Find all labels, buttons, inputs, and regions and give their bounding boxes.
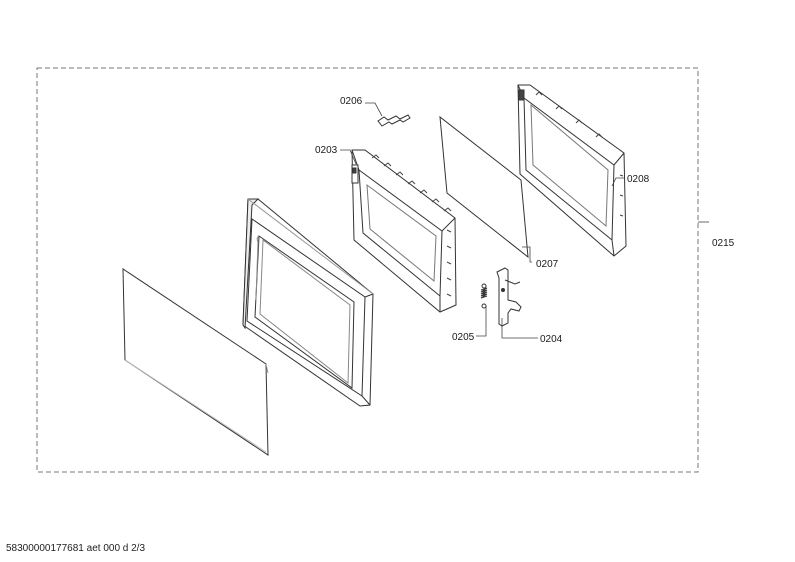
document-footer: 58300000177681 aet 000 d 2/3 bbox=[6, 543, 146, 554]
spring-0205 bbox=[480, 283, 488, 309]
door-frame bbox=[242, 198, 374, 407]
label-0207: 0207 bbox=[536, 259, 559, 270]
outer-glass-panel bbox=[122, 268, 269, 456]
label-0204: 0204 bbox=[540, 334, 563, 345]
inner-glass-0207 bbox=[439, 115, 529, 259]
label-0215: 0215 bbox=[712, 238, 735, 249]
label-0203: 0203 bbox=[315, 145, 338, 156]
frame-0208 bbox=[517, 84, 627, 257]
assembly-boundary bbox=[36, 67, 699, 473]
clip-0206 bbox=[377, 114, 411, 127]
label-0205: 0205 bbox=[452, 332, 475, 343]
leader-lines bbox=[340, 102, 709, 339]
inner-frame-0203 bbox=[351, 149, 457, 313]
latch-0204 bbox=[496, 267, 522, 327]
label-0206: 0206 bbox=[340, 96, 363, 107]
label-0208: 0208 bbox=[627, 174, 650, 185]
